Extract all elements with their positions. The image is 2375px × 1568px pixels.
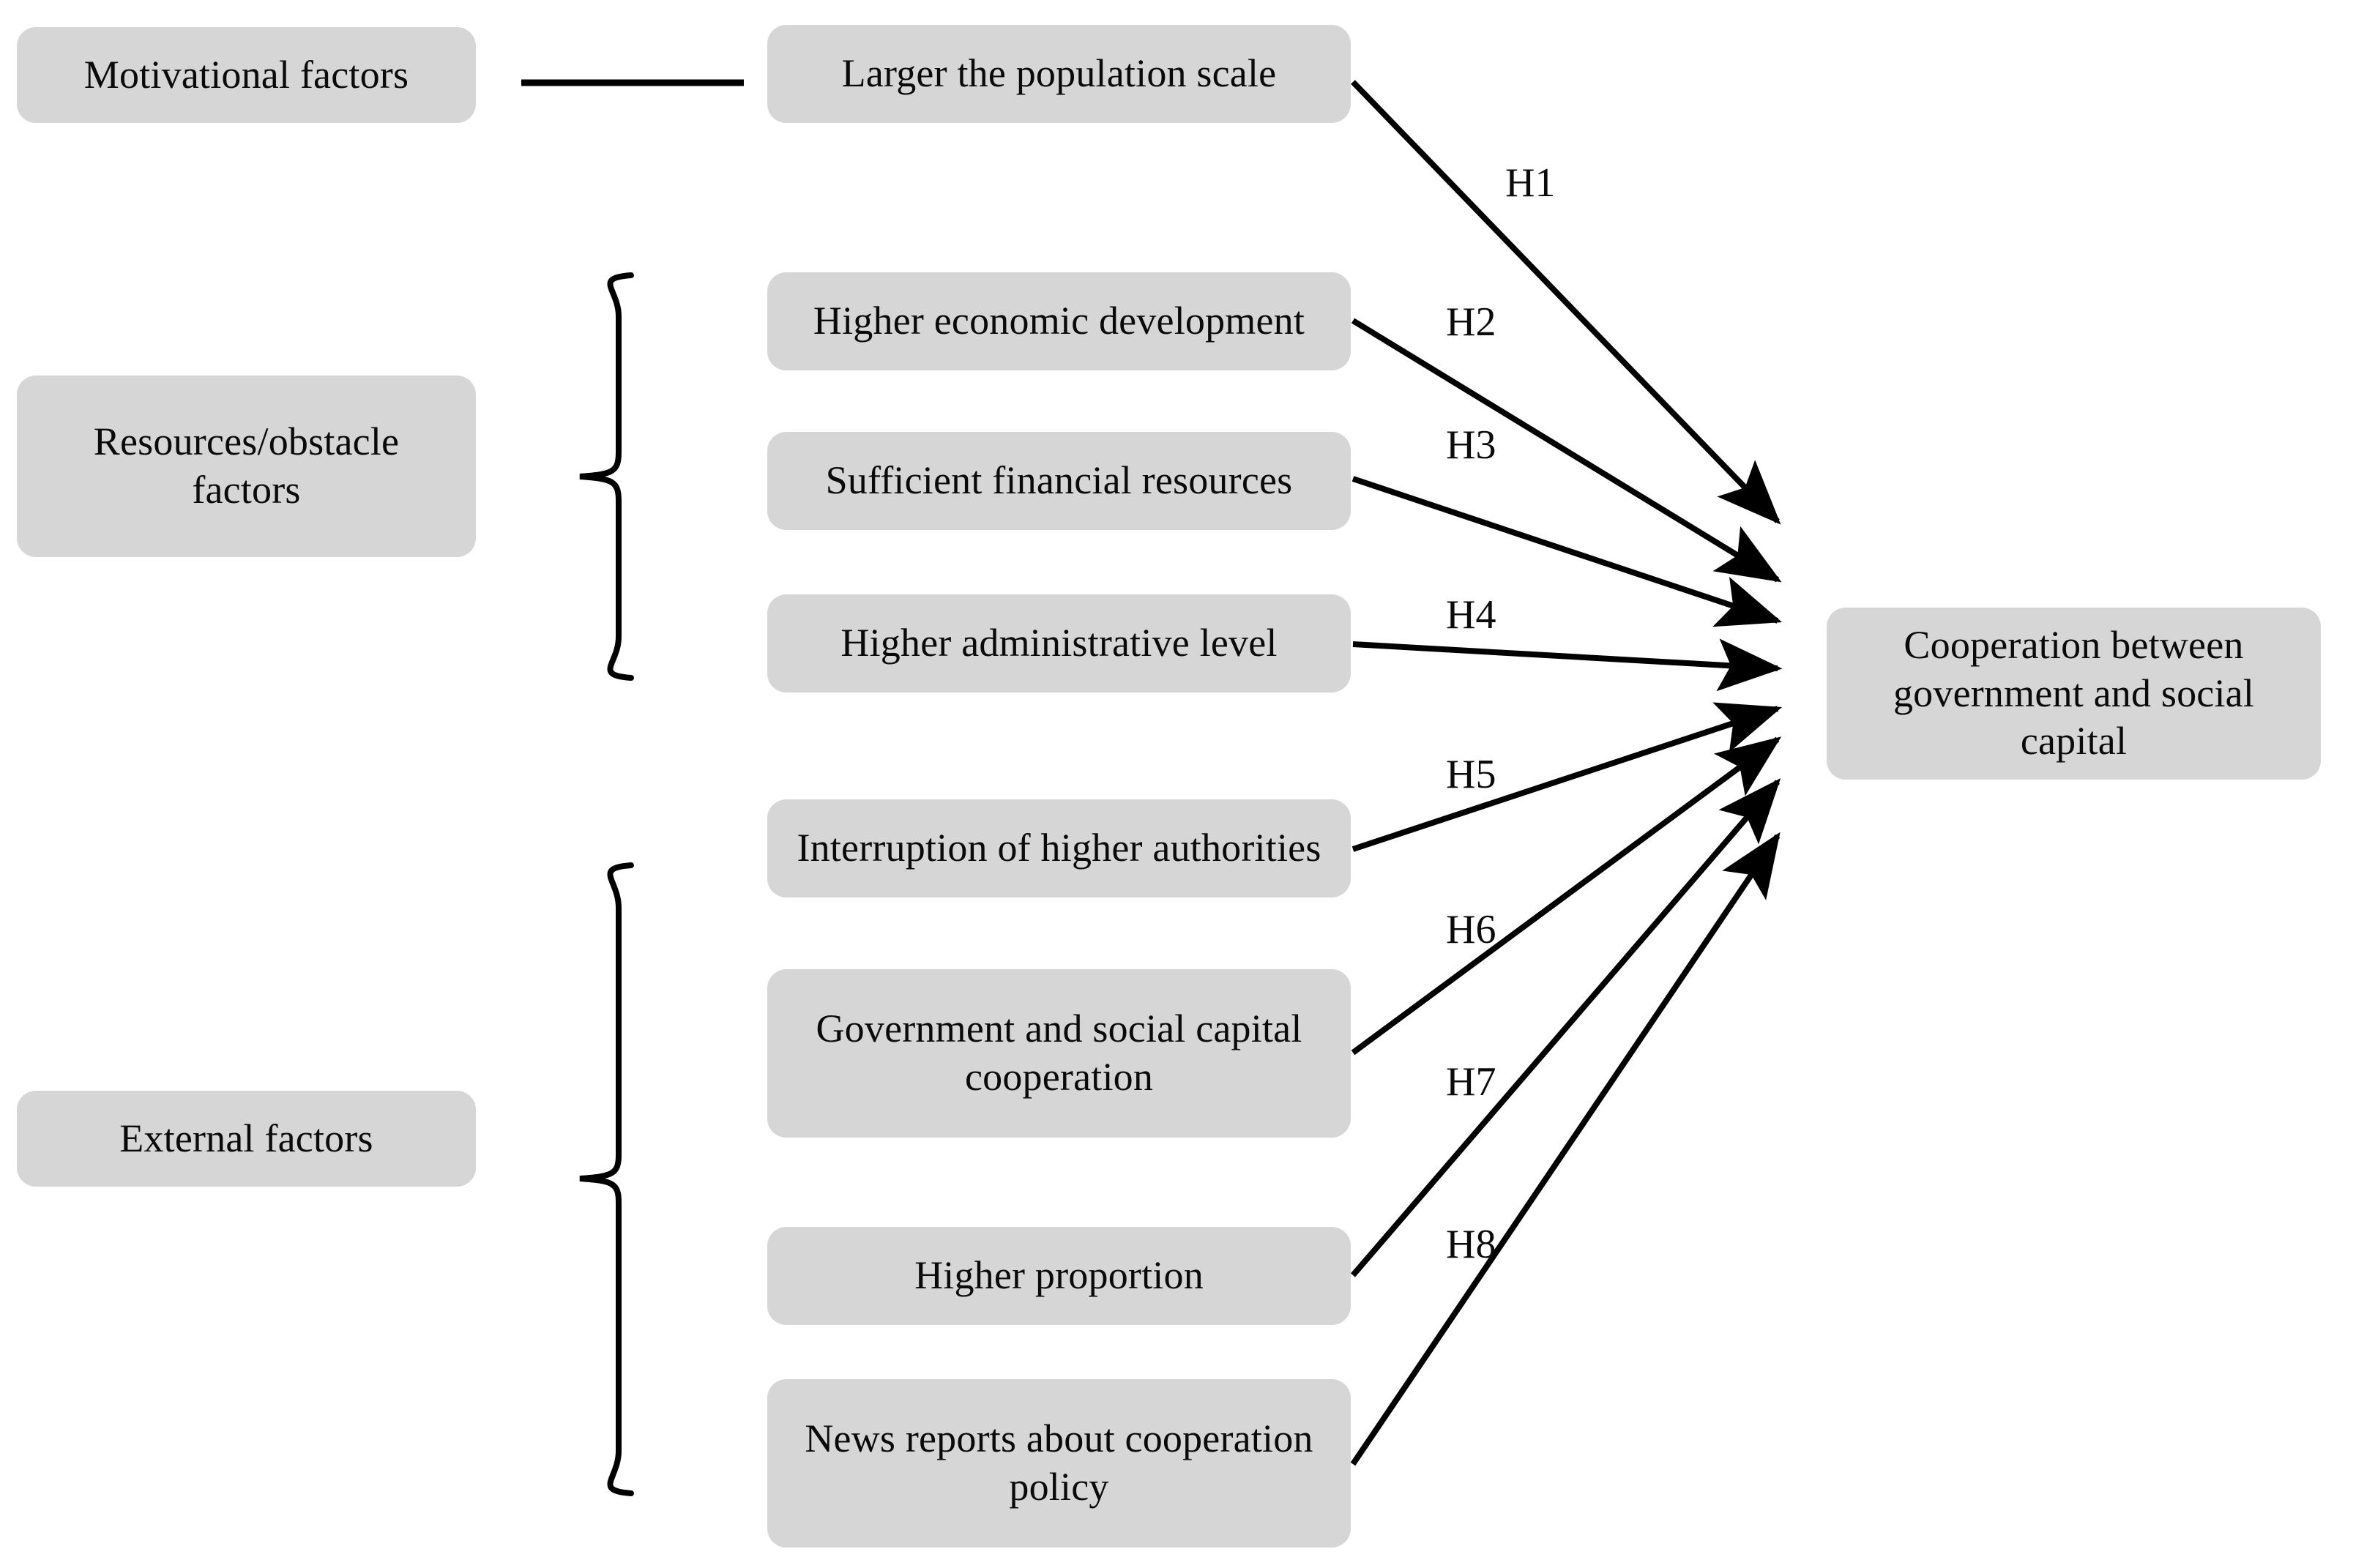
- factor-box-higher-proportion[interactable]: Higher proportion: [767, 1227, 1351, 1325]
- factor-label-population-scale: Larger the population scale: [841, 51, 1277, 96]
- factor-label-news-reports-line2: policy: [1009, 1465, 1109, 1509]
- hypothesis-label-h8: H8: [1446, 1222, 1496, 1267]
- brace-external: [579, 862, 634, 1496]
- factor-label-gov-social-capital-line1: Government and social capital: [816, 1007, 1302, 1051]
- outcome-box-cooperation[interactable]: Cooperation between government and socia…: [1827, 608, 2321, 780]
- factor-box-gov-social-capital-cooperation[interactable]: Government and social capital cooperatio…: [767, 969, 1351, 1138]
- factor-label-higher-proportion: Higher proportion: [914, 1253, 1204, 1298]
- factor-label-news-reports-line1: News reports about cooperation: [805, 1416, 1313, 1461]
- category-box-external[interactable]: External factors: [17, 1091, 476, 1187]
- hypothesis-label-h4: H4: [1446, 592, 1496, 638]
- category-label-resources-line1: Resources/obstacle: [93, 419, 400, 464]
- arrow-h3: [1351, 476, 1783, 627]
- arrow-h4: [1352, 638, 1783, 692]
- factor-box-news-reports[interactable]: News reports about cooperation policy: [767, 1379, 1351, 1548]
- arrow-h2: [1351, 318, 1782, 583]
- arrow-h6: [1351, 736, 1782, 1056]
- hypothesis-label-h2: H2: [1446, 299, 1496, 345]
- factor-box-financial-resources[interactable]: Sufficient financial resources: [767, 432, 1351, 530]
- factor-label-economic-development: Higher economic development: [813, 299, 1305, 343]
- arrow-h5: [1351, 702, 1783, 852]
- factor-label-administrative-level: Higher administrative level: [840, 621, 1278, 665]
- factor-label-financial-resources: Sufficient financial resources: [825, 458, 1293, 503]
- brace-resources: [579, 272, 634, 681]
- hypothesis-label-h5: H5: [1446, 752, 1496, 797]
- hypothesis-label-h7: H7: [1446, 1059, 1496, 1105]
- category-label-motivational: Motivational factors: [83, 52, 409, 97]
- category-label-resources-line2: factors: [192, 468, 301, 512]
- hypothesis-label-h1: H1: [1505, 160, 1556, 206]
- category-label-external: External factors: [119, 1116, 373, 1160]
- arrow-h8: [1350, 832, 1781, 1466]
- arrow-h7: [1350, 778, 1781, 1277]
- outcome-label-line1: Cooperation between: [1904, 622, 2244, 667]
- factor-label-gov-social-capital-line2: cooperation: [964, 1055, 1154, 1099]
- factor-box-economic-development[interactable]: Higher economic development: [767, 272, 1351, 370]
- hypothesis-label-h6: H6: [1446, 907, 1496, 952]
- factor-box-administrative-level[interactable]: Higher administrative level: [767, 594, 1351, 692]
- category-box-resources[interactable]: Resources/obstacle factors: [17, 376, 476, 557]
- factor-box-higher-authorities[interactable]: Interruption of higher authorities: [767, 799, 1351, 897]
- arrow-h1: [1351, 80, 1781, 525]
- outcome-label-line2: government and social capital: [1893, 671, 2255, 764]
- category-box-motivational[interactable]: Motivational factors: [17, 27, 476, 123]
- hypothesis-label-h3: H3: [1446, 422, 1496, 468]
- factor-box-population-scale[interactable]: Larger the population scale: [767, 25, 1351, 123]
- factor-label-higher-authorities: Interruption of higher authorities: [797, 826, 1321, 870]
